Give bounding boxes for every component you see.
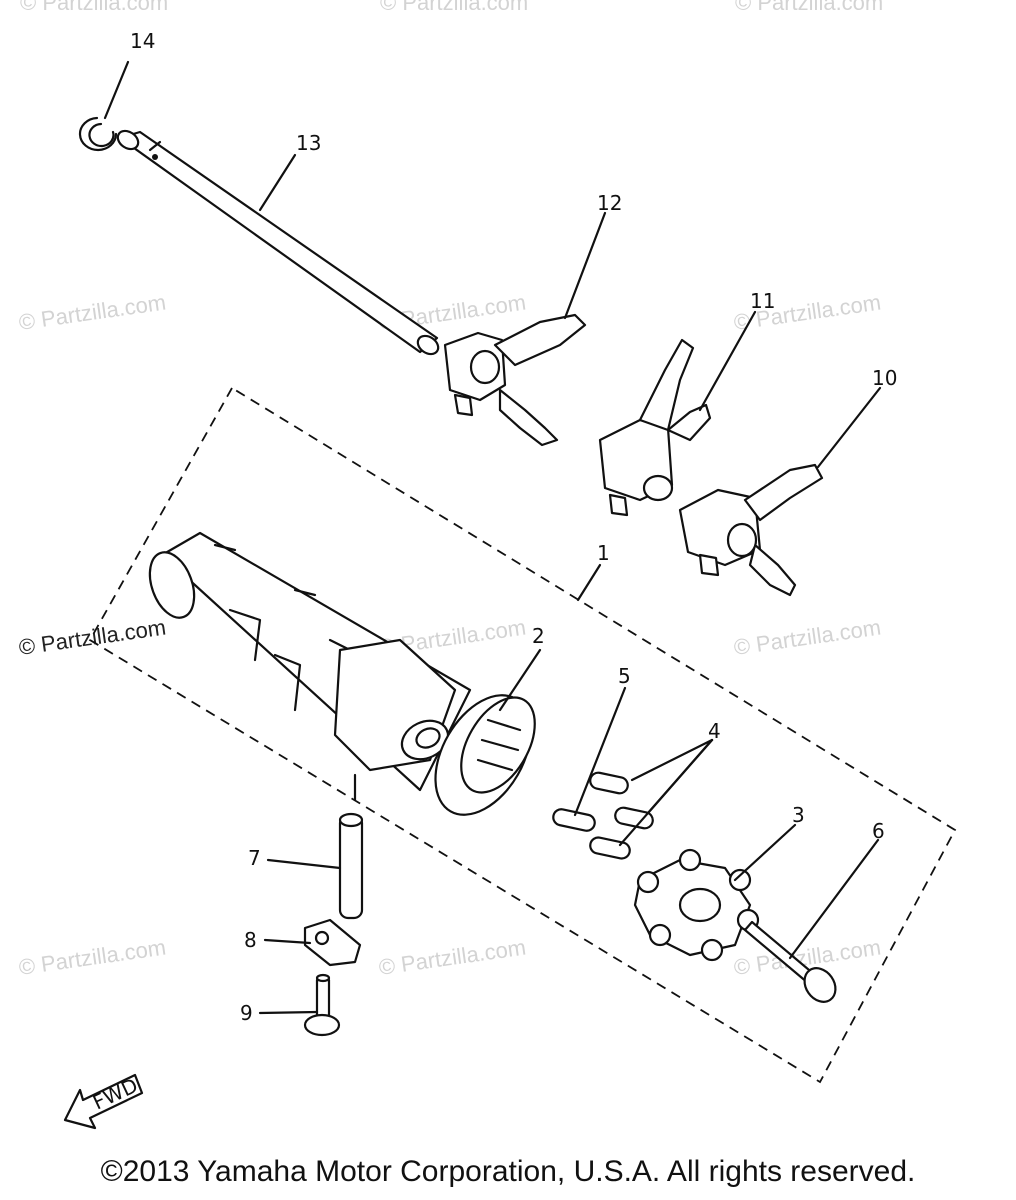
callout-13: 13 bbox=[296, 131, 321, 155]
part-bolt-6 bbox=[743, 920, 837, 1003]
fwd-label: FWD bbox=[89, 1073, 141, 1114]
callout-1: 1 bbox=[597, 541, 610, 565]
watermark-strong-left: © Partzilla.com bbox=[17, 615, 167, 660]
copyright-notice: ©2013 Yamaha Motor Corporation, U.S.A. A… bbox=[100, 1155, 916, 1188]
callout-2: 2 bbox=[532, 624, 545, 648]
watermark-low-left: © Partzilla.com bbox=[17, 935, 167, 980]
assembly-boundary bbox=[88, 386, 957, 1084]
watermark-mid-left: © Partzilla.com bbox=[17, 290, 167, 335]
part-shift-cam bbox=[148, 531, 472, 802]
callout-10: 10 bbox=[872, 366, 897, 390]
part-bearing bbox=[434, 694, 536, 816]
callout-labels: 14 13 12 11 10 1 2 5 4 3 6 7 8 9 bbox=[130, 29, 897, 1025]
part-shift-shaft bbox=[116, 129, 440, 356]
part-shift-fork-10 bbox=[678, 463, 824, 597]
leader-lines bbox=[103, 60, 882, 1015]
part-dowel-pins bbox=[589, 771, 654, 860]
callout-4: 4 bbox=[708, 719, 721, 743]
part-segment bbox=[633, 848, 760, 962]
callout-7: 7 bbox=[248, 846, 261, 870]
callout-11: 11 bbox=[750, 289, 775, 313]
watermark-top-right: © Partzilla.com bbox=[735, 0, 883, 15]
fwd-arrow: FWD bbox=[63, 1073, 144, 1130]
callout-5: 5 bbox=[618, 664, 631, 688]
part-stopper-plate bbox=[303, 918, 362, 967]
callout-14: 14 bbox=[130, 29, 155, 53]
part-pin-7 bbox=[338, 812, 364, 920]
watermark-right: © Partzilla.com bbox=[732, 615, 882, 660]
part-screw-9 bbox=[303, 973, 341, 1037]
callout-12: 12 bbox=[597, 191, 622, 215]
watermark-top-center: © Partzilla.com bbox=[380, 0, 528, 15]
part-circlip bbox=[78, 116, 118, 152]
watermark-low-center: © Partzilla.com bbox=[377, 935, 527, 980]
part-shift-fork-12 bbox=[443, 313, 587, 447]
callout-9: 9 bbox=[240, 1001, 253, 1025]
watermark-top-left: © Partzilla.com bbox=[20, 0, 168, 15]
part-shift-fork-11 bbox=[598, 338, 712, 517]
part-pin bbox=[552, 808, 596, 832]
callout-3: 3 bbox=[792, 803, 805, 827]
callout-6: 6 bbox=[872, 819, 885, 843]
callout-8: 8 bbox=[244, 928, 257, 952]
